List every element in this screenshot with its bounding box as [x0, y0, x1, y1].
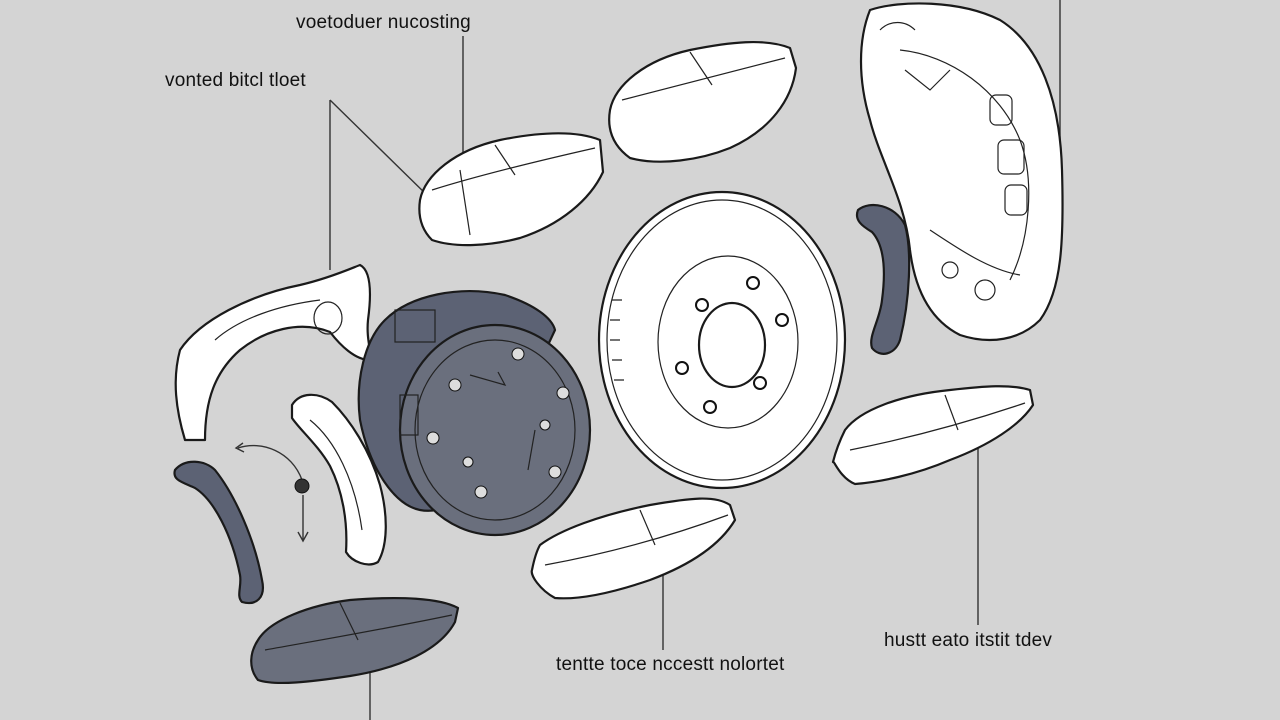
rotation-arrow	[237, 444, 303, 481]
brake-shoe-left	[174, 263, 372, 442]
brake-pad-upper-back	[608, 41, 798, 163]
brake-drum	[357, 290, 592, 537]
pivot-pin	[294, 478, 310, 494]
leader-upper-left-a	[329, 99, 433, 201]
label-bottom-center: tentte toce nccestt nolortet	[556, 654, 785, 675]
brake-pad-right	[831, 385, 1035, 486]
label-bottom-right: hustt eato itstit tdev	[884, 630, 1053, 651]
leader-lines	[234, 0, 1061, 720]
down-arrow-head	[297, 531, 309, 543]
brake-pad-bottom-left	[250, 597, 460, 685]
caliper-bracket	[855, 203, 911, 355]
label-top: voetoduer nucosting	[296, 12, 471, 33]
brake-pad-upper-front	[418, 132, 605, 247]
brake-shoe-small	[290, 393, 387, 566]
brake-rotor	[597, 190, 847, 490]
rotation-arrow-head	[234, 442, 245, 453]
brake-pad-bottom-center	[530, 497, 737, 600]
shoe-bracket-left	[173, 460, 264, 605]
label-upper-left: vonted bitcl tloet	[165, 70, 306, 91]
brake-caliper	[859, 2, 1064, 342]
